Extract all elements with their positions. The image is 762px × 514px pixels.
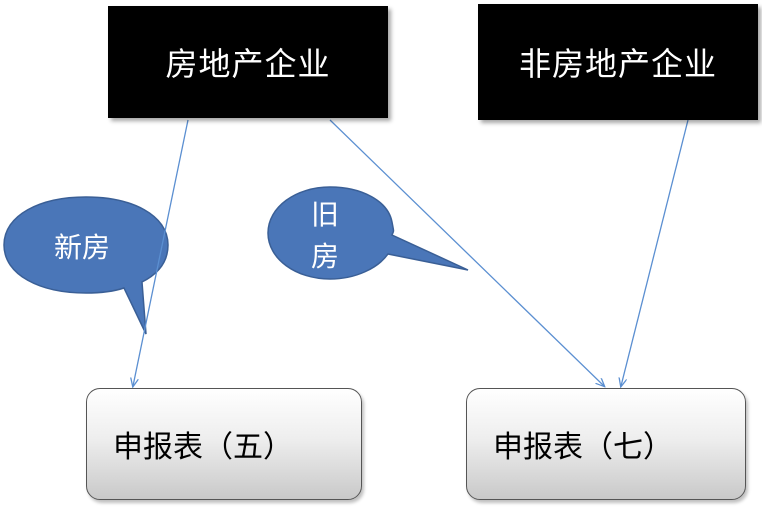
arrow-nonre-to-report7 — [621, 119, 689, 386]
report-form-7-box: 申报表（七） — [466, 388, 746, 500]
real-estate-company-box: 房地产企业 — [108, 6, 388, 118]
report-form-5-label: 申报表（五） — [113, 430, 293, 465]
new-house-label: 新房 — [53, 231, 110, 264]
old-house-label: 旧 房 — [305, 194, 345, 278]
real-estate-company-label: 房地产企业 — [165, 45, 331, 83]
non-real-estate-company-box: 非房地产企业 — [478, 4, 758, 120]
report-form-5-box: 申报表（五） — [86, 388, 362, 500]
arrow-re-to-report5 — [133, 119, 189, 386]
old-house-label-line1: 旧 — [310, 198, 339, 231]
report-form-7-label: 申报表（七） — [493, 430, 673, 465]
old-house-label-line2: 房 — [310, 240, 339, 273]
non-real-estate-company-label: 非房地产企业 — [518, 45, 717, 83]
arrow-re-to-report7 — [329, 119, 604, 386]
callout-old-house — [267, 186, 469, 280]
